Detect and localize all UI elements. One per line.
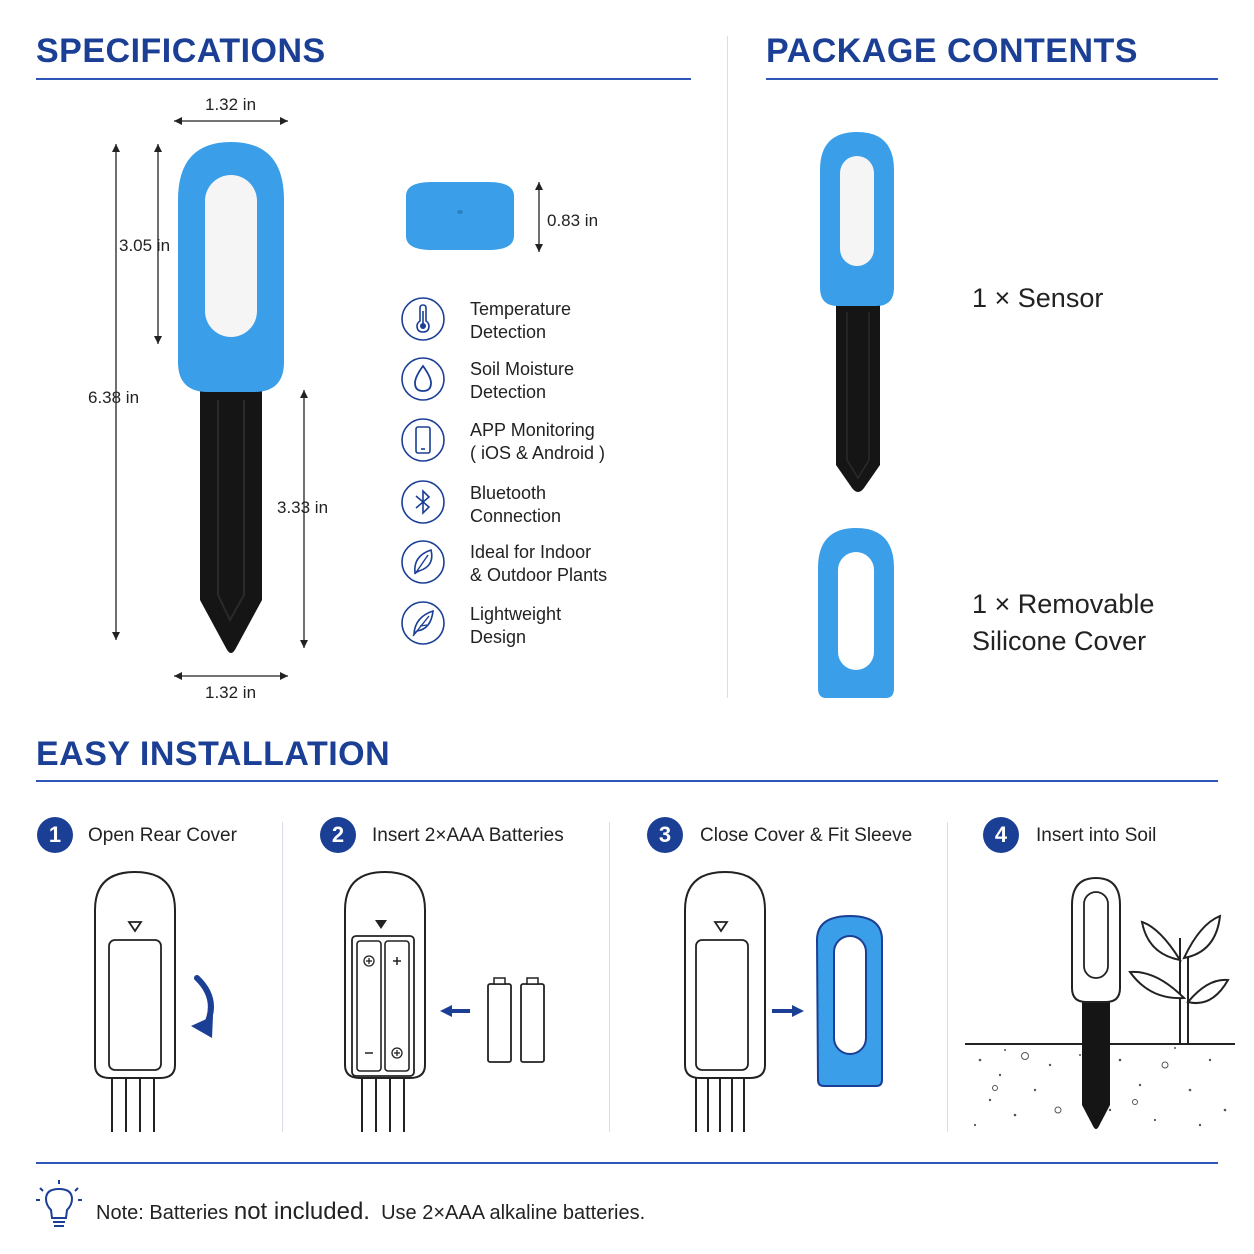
feature-indoor-outdoor: Ideal for Indoor & Outdoor Plants	[470, 541, 607, 587]
feature-line: Connection	[470, 506, 562, 526]
note-rule	[36, 1162, 1218, 1164]
battery-note: Note: Batteries not included. Use 2×AAA …	[96, 1198, 645, 1226]
package-item-cover: 1 × Removable Silicone Cover	[972, 586, 1154, 660]
package-title: PACKAGE CONTENTS	[766, 32, 1138, 70]
note-emphasis: not included.	[233, 1198, 370, 1225]
package-cover-illustration	[818, 528, 894, 698]
note-prefix: Note: Batteries	[96, 1202, 229, 1224]
step-1-illustration	[94, 870, 214, 1132]
feature-line: Ideal for Indoor	[470, 542, 592, 562]
feature-soil-moisture: Soil Moisture Detection	[470, 358, 574, 404]
installation-title: EASY INSTALLATION	[36, 735, 391, 773]
lightbulb-icon	[36, 1180, 82, 1227]
water-drop-icon	[401, 357, 445, 401]
feature-line: Detection	[470, 382, 547, 402]
smartphone-icon	[401, 418, 445, 462]
feature-line: Temperature	[470, 299, 572, 319]
cover-height-label: 0.83 in	[547, 211, 599, 230]
step-number-2: 2	[320, 817, 356, 853]
bluetooth-icon	[401, 480, 445, 524]
total-height-label: 6.38 in	[88, 388, 140, 407]
installation-rule	[36, 780, 1218, 782]
package-item-line: 1 × Removable	[972, 589, 1155, 619]
width-top-label: 1.32 in	[205, 95, 257, 114]
feature-bluetooth: Bluetooth Connection	[470, 482, 561, 528]
specifications-rule	[36, 78, 691, 80]
step-number-4: 4	[983, 817, 1019, 853]
step-3-illustration	[684, 870, 883, 1132]
step-label-2: Insert 2×AAA Batteries	[372, 825, 564, 846]
package-rule	[766, 78, 1218, 80]
step-2-illustration	[344, 870, 545, 1132]
package-item-sensor: 1 × Sensor	[972, 280, 1103, 317]
specifications-title: SPECIFICATIONS	[36, 32, 326, 70]
step-label-1: Open Rear Cover	[88, 825, 237, 846]
step-4-illustration	[965, 876, 1235, 1129]
feature-line: Bluetooth	[470, 483, 547, 503]
feature-line: APP Monitoring	[470, 420, 595, 440]
step-number-1: 1	[37, 817, 73, 853]
section-divider	[727, 36, 728, 698]
feature-line: Lightweight	[470, 604, 562, 624]
package-item-line: 1 × Sensor	[972, 283, 1104, 313]
package-item-line: Silicone Cover	[972, 626, 1147, 656]
feature-app-monitoring: APP Monitoring ( iOS & Android )	[470, 419, 605, 465]
sensor-illustration	[112, 117, 543, 680]
width-bottom-label: 1.32 in	[205, 683, 257, 702]
feature-lightweight: Lightweight Design	[470, 603, 561, 649]
step-divider	[282, 822, 283, 1132]
feature-line: & Outdoor Plants	[470, 565, 608, 585]
feature-line: Detection	[470, 322, 547, 342]
feature-temperature: Temperature Detection	[470, 298, 571, 344]
step-divider	[609, 822, 610, 1132]
step-number-3: 3	[647, 817, 683, 853]
head-height-label: 3.05 in	[119, 236, 171, 255]
probe-height-label: 3.33 in	[277, 498, 329, 517]
step-label-3: Close Cover & Fit Sleeve	[700, 825, 913, 846]
note-suffix: Use 2×AAA alkaline batteries.	[381, 1202, 646, 1224]
step-label-4: Insert into Soil	[1036, 825, 1157, 846]
step-divider	[947, 822, 948, 1132]
thermometer-icon	[401, 297, 445, 341]
feather-icon	[401, 601, 445, 645]
feature-line: ( iOS & Android )	[470, 443, 606, 463]
leaf-icon	[401, 540, 445, 584]
package-sensor-illustration	[820, 132, 894, 492]
feature-line: Design	[470, 627, 527, 647]
feature-line: Soil Moisture	[470, 359, 575, 379]
